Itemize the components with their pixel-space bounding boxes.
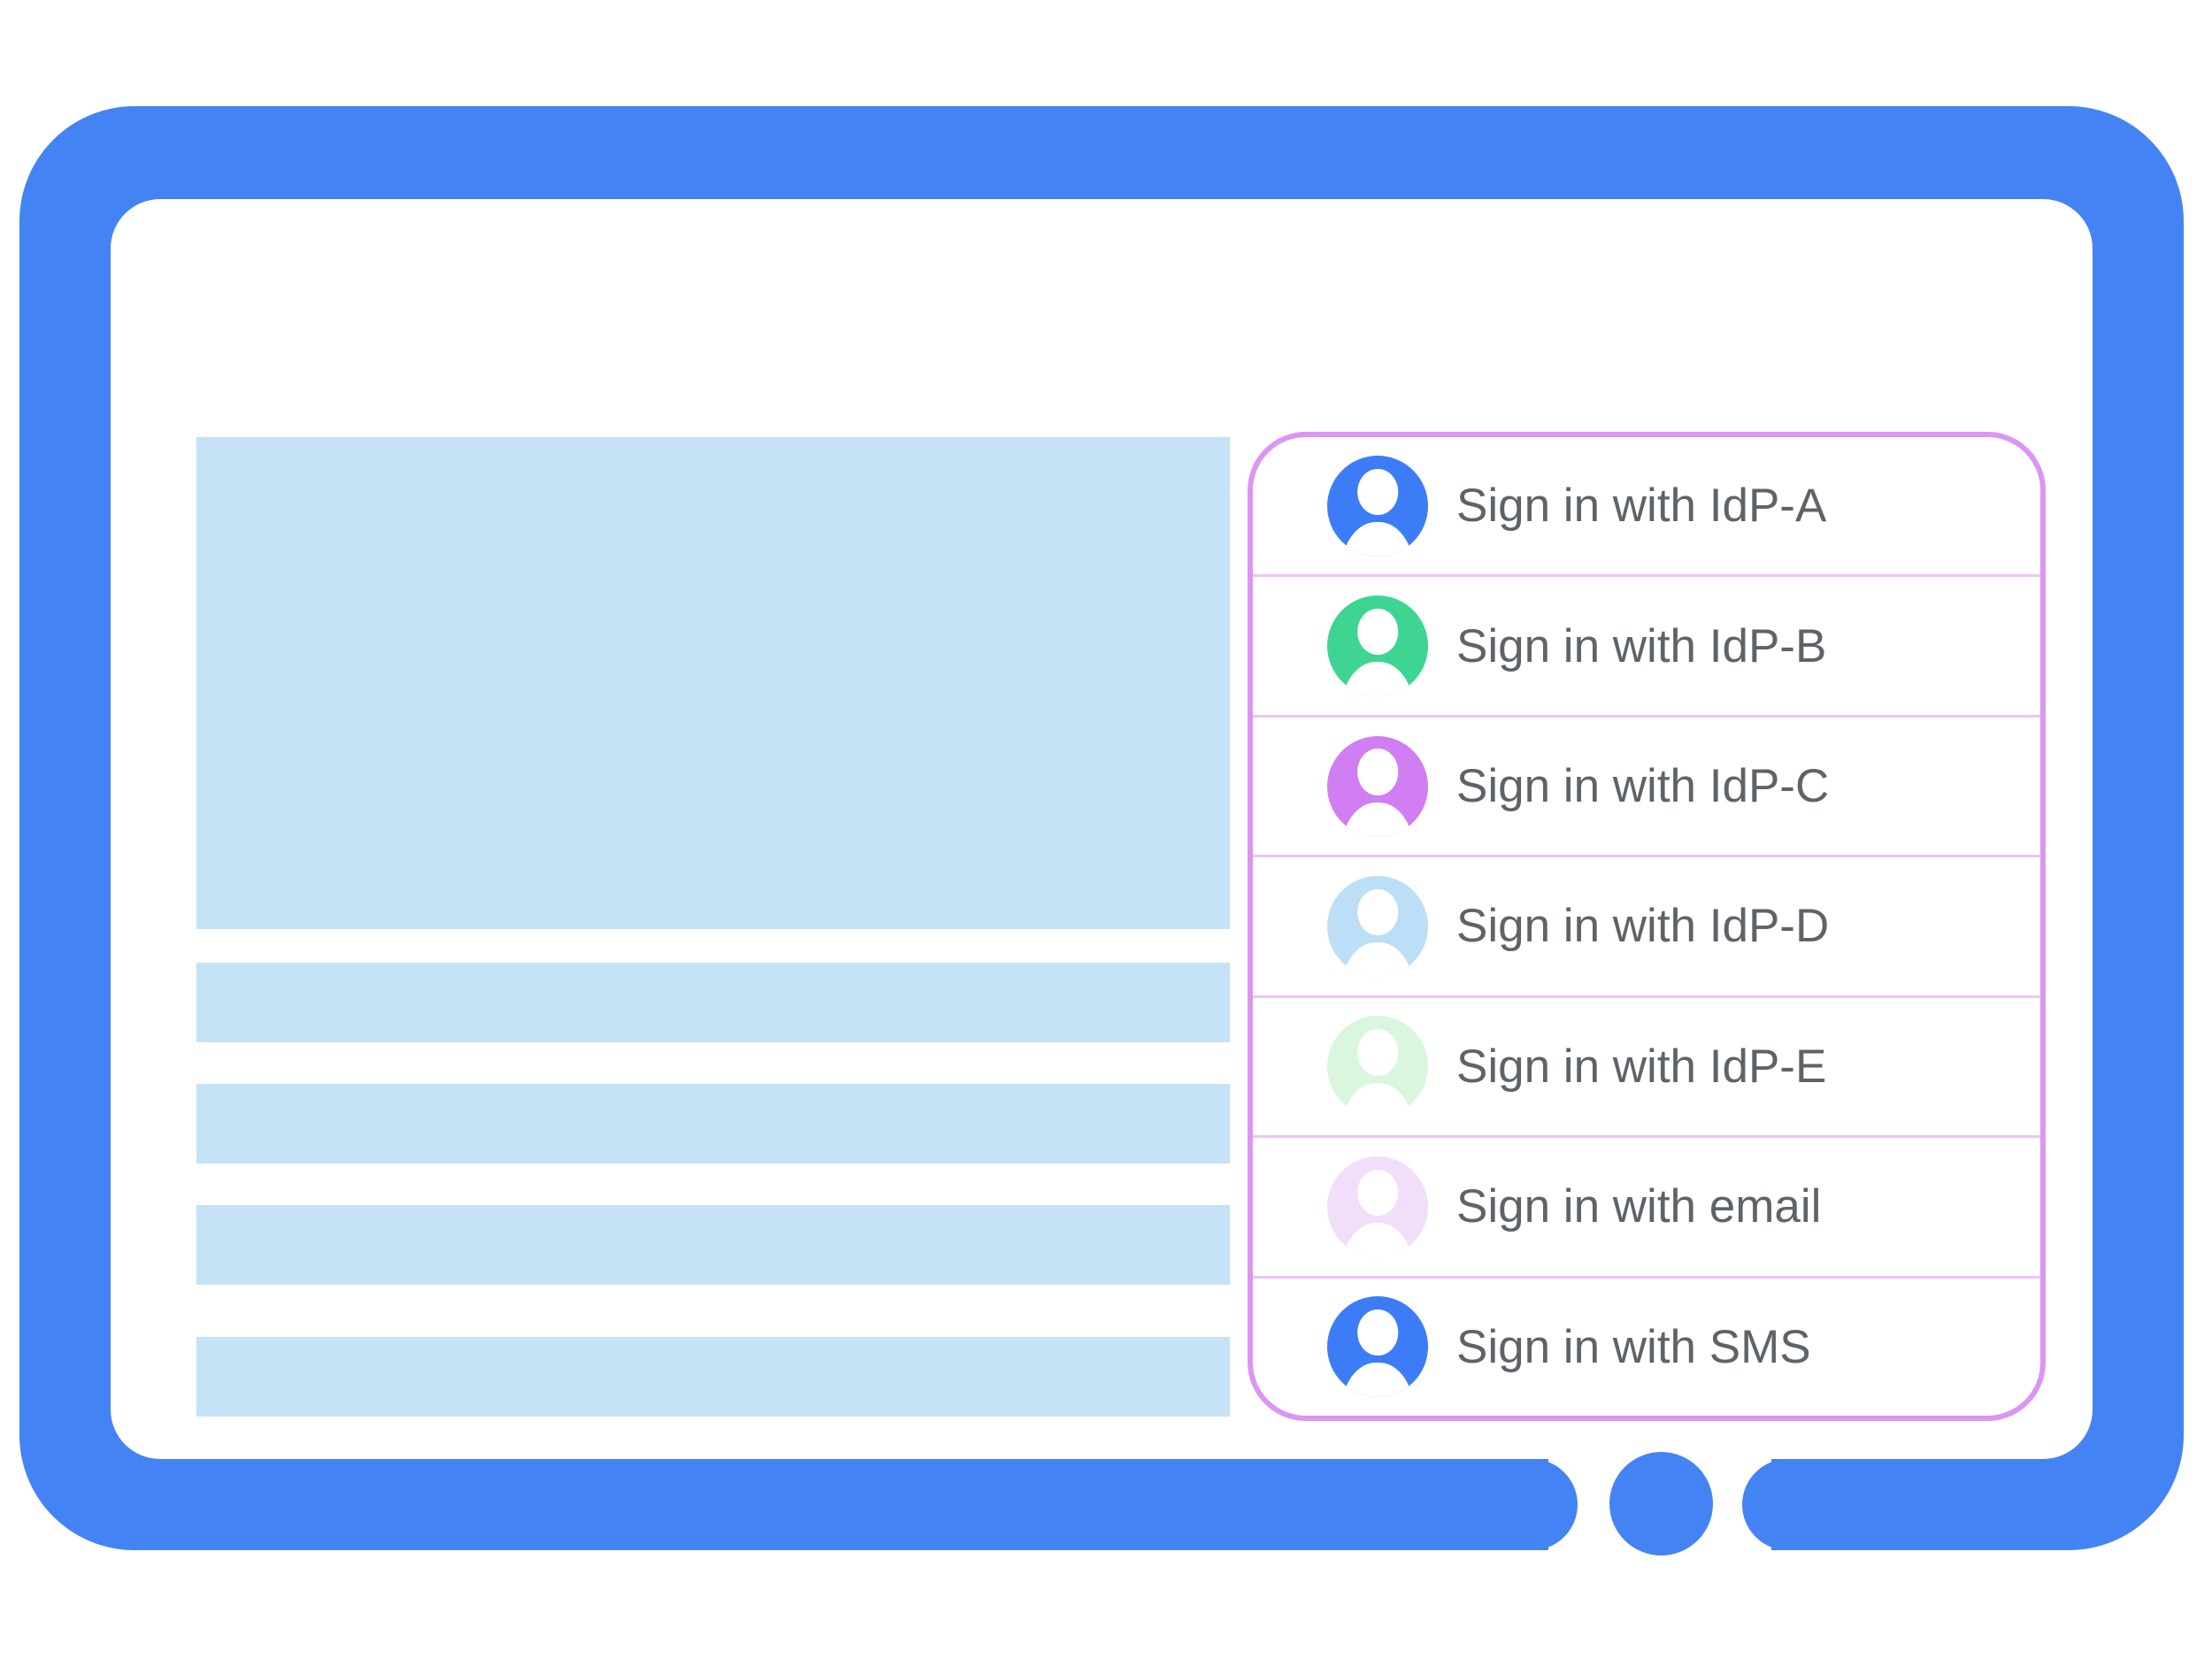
signin-option-row[interactable]: Sign in with IdP-B [1253,574,2040,714]
user-avatar-icon [1327,735,1428,837]
content-placeholder-bar [196,963,1230,1042]
signin-option-row[interactable]: Sign in with email [1253,1135,2040,1275]
user-avatar-icon [1327,455,1428,557]
signin-option-row[interactable]: Sign in with IdP-A [1253,437,2040,574]
browser-screen: RP.example Sign in with IdP-A [111,199,2093,1459]
user-avatar-icon [1327,1016,1428,1118]
signin-option-row[interactable]: Sign in with IdP-E [1253,995,2040,1135]
account-chooser-panel: Sign in with IdP-A Sign in with IdP-B [1248,432,2046,1421]
signin-option-label: Sign in with IdP-C [1456,760,1830,813]
signin-option-label: Sign in with IdP-D [1456,900,1830,953]
home-button [1609,1452,1713,1555]
bezel-bar-right-cap [1742,1459,1867,1550]
content-placeholder-bar [196,1337,1230,1417]
signin-option-row[interactable]: Sign in with IdP-C [1253,714,2040,855]
signin-option-row[interactable]: Sign in with SMS [1253,1275,2040,1416]
user-avatar-icon [1327,595,1428,697]
content-placeholder-bar [196,1205,1230,1285]
device-frame: RP.example Sign in with IdP-A [19,106,2184,1550]
signin-option-label: Sign in with IdP-E [1456,1040,1827,1093]
signin-option-label: Sign in with email [1456,1180,1822,1233]
user-avatar-icon [1327,875,1428,977]
signin-option-label: Sign in with SMS [1456,1320,1811,1373]
signin-option-label: Sign in with IdP-B [1456,619,1827,672]
signin-option-row[interactable]: Sign in with IdP-D [1253,855,2040,995]
user-avatar-icon [1327,1156,1428,1257]
content-placeholder-hero [196,437,1230,929]
user-avatar-icon [1327,1296,1428,1398]
content-placeholder-bar [196,1084,1230,1164]
signin-option-label: Sign in with IdP-A [1456,480,1827,533]
bezel-bar-left-cap [1451,1459,1578,1550]
